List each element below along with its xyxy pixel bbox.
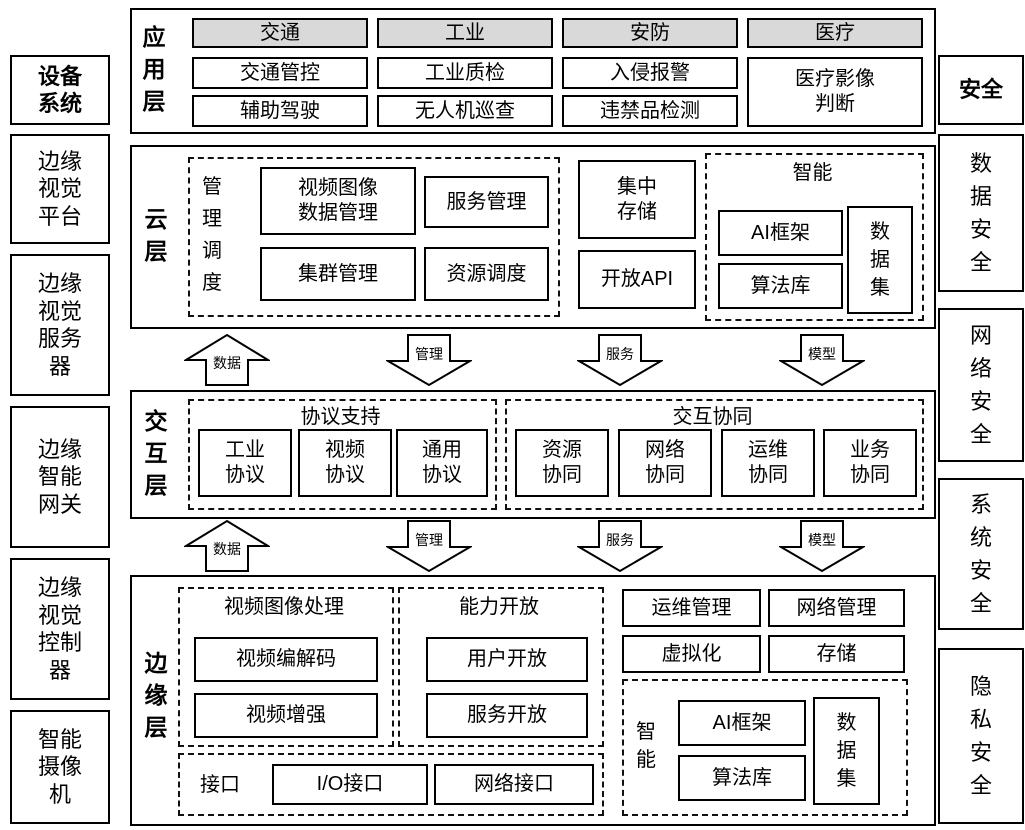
flow-label-service: 服务 (604, 343, 636, 364)
collab-item-network: 网络协同 (618, 429, 712, 497)
edge-item-io-interface: I/O接口 (272, 764, 428, 805)
collaboration-group-label: 交互协同 (672, 405, 753, 428)
application-layer-label: 应用层 (142, 23, 166, 115)
app-item-assisted-driving: 辅助驾驶 (192, 95, 368, 127)
protocol-item-general: 通用协议 (396, 429, 488, 497)
device-panel-title-text: 设备系统 (37, 63, 82, 117)
flow-row2-manage-down-arrow: 管理 (386, 519, 472, 573)
flow-row2-service-down-arrow: 服务 (577, 519, 663, 573)
edge-intelligence-group-label: 智能 (636, 721, 656, 771)
edge-item-operations-management: 运维管理 (622, 589, 761, 627)
app-item-industrial-inspection: 工业质检 (377, 57, 553, 89)
edge-item-video-enhancement: 视频增强 (194, 693, 378, 738)
cloud-management-group-label: 管理调度 (202, 176, 222, 294)
cloud-item-cluster-management: 集群管理 (260, 247, 416, 301)
cloud-item-ai-framework: AI框架 (718, 210, 843, 256)
security-item-data-security: 数据安全 (938, 134, 1024, 292)
edge-interface-group-label: 接口 (200, 773, 240, 796)
app-item-traffic-control: 交通管控 (192, 57, 368, 89)
edge-item-network-interface: 网络接口 (434, 764, 594, 805)
app-item-contraband-detection: 违禁品检测 (562, 95, 738, 127)
flow-row1-service-down-arrow: 服务 (577, 333, 663, 387)
edge-video-processing-group-label: 视频图像处理 (224, 595, 344, 618)
flow-label-model: 模型 (806, 529, 838, 550)
cloud-item-resource-scheduling: 资源调度 (424, 247, 549, 301)
edge-capability-group (398, 587, 604, 747)
cloud-item-service-management: 服务管理 (424, 176, 549, 228)
flow-row1-manage-down-arrow: 管理 (386, 333, 472, 387)
edge-capability-group-label: 能力开放 (459, 595, 539, 618)
collab-item-resource: 资源协同 (515, 429, 609, 497)
protocol-item-industrial: 工业协议 (198, 429, 292, 497)
edge-item-dataset: 数据集 (813, 697, 880, 805)
edge-item-network-management: 网络管理 (768, 589, 905, 627)
flow-row1-data-up-arrow: 数据 (184, 333, 270, 387)
cloud-item-open-api: 开放API (578, 250, 696, 309)
edge-item-virtualization: 虚拟化 (622, 635, 761, 673)
edge-item-ai-framework: AI框架 (678, 700, 806, 746)
edge-intelligence-group (622, 679, 908, 816)
protocol-support-group (188, 399, 497, 510)
cloud-item-central-storage: 集中存储 (578, 160, 696, 239)
collaboration-group (505, 399, 924, 510)
collab-item-business: 业务协同 (823, 429, 917, 497)
security-panel-title: 安全 (938, 55, 1024, 125)
collab-item-operations: 运维协同 (721, 429, 815, 497)
device-panel-title: 设备系统 (10, 55, 110, 125)
flow-label-data: 数据 (211, 539, 243, 560)
edge-layer-label: 边缘层 (144, 649, 168, 741)
interaction-layer-label: 交互层 (144, 407, 168, 499)
cloud-item-algorithm-library: 算法库 (718, 263, 843, 309)
protocol-item-video: 视频协议 (298, 429, 392, 497)
edge-item-user-openness: 用户开放 (426, 637, 588, 682)
flow-row2-data-up-arrow: 数据 (184, 519, 270, 573)
app-item-drone-patrol: 无人机巡查 (377, 95, 553, 127)
flow-label-service: 服务 (604, 529, 636, 550)
device-item-edge-vision-server: 边缘视觉服务器 (10, 254, 110, 396)
edge-item-service-openness: 服务开放 (426, 693, 588, 738)
security-item-network-security: 网络安全 (938, 308, 1024, 462)
flow-label-manage: 管理 (413, 529, 445, 550)
cloud-layer-label: 云层 (144, 205, 168, 264)
edge-interface-group (178, 753, 604, 816)
app-header-industry: 工业 (377, 18, 553, 48)
cloud-intelligence-group (705, 153, 924, 321)
device-item-smart-camera: 智能摄像机 (10, 710, 110, 824)
cloud-item-dataset: 数据集 (847, 206, 913, 314)
device-item-edge-vision-controller: 边缘视觉控制器 (10, 558, 110, 700)
security-item-system-security: 系统安全 (938, 478, 1024, 630)
security-item-privacy-security: 隐私安全 (938, 648, 1024, 824)
cloud-intelligence-group-label: 智能 (792, 161, 833, 184)
app-header-transport: 交通 (192, 18, 368, 48)
flow-row1-model-down-arrow: 模型 (779, 333, 865, 387)
edge-video-processing-group (178, 587, 394, 747)
edge-item-storage: 存储 (768, 635, 905, 673)
edge-item-video-codec: 视频编解码 (194, 637, 378, 682)
cloud-item-video-data-management: 视频图像数据管理 (260, 167, 416, 235)
app-header-medical: 医疗 (747, 18, 923, 48)
flow-label-data: 数据 (211, 353, 243, 374)
flow-label-manage: 管理 (413, 343, 445, 364)
app-item-intrusion-alarm: 入侵报警 (562, 57, 738, 89)
cloud-management-group (188, 157, 560, 317)
app-item-medical-imaging: 医疗影像判断 (747, 57, 923, 127)
app-header-security: 安防 (562, 18, 738, 48)
device-item-edge-smart-gateway: 边缘智能网关 (10, 406, 110, 548)
flow-row2-model-down-arrow: 模型 (779, 519, 865, 573)
protocol-support-group-label: 协议支持 (300, 405, 381, 428)
flow-label-model: 模型 (806, 343, 838, 364)
edge-item-algorithm-library: 算法库 (678, 755, 806, 801)
device-item-edge-vision-platform: 边缘视觉平台 (10, 134, 110, 244)
